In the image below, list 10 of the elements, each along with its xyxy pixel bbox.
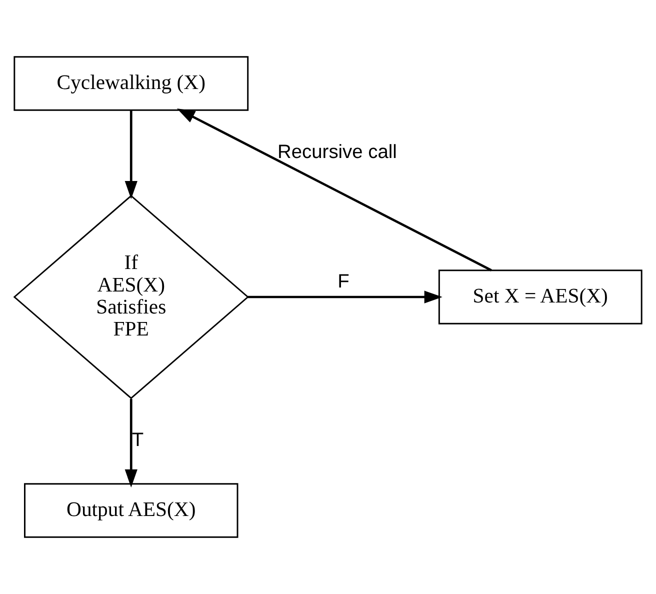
arrow (124, 398, 138, 488)
node-box: Cyclewalking (X) (14, 56, 249, 111)
arrow (124, 110, 138, 200)
edge-label: F (338, 271, 350, 292)
edge-label: Recursive call (278, 142, 397, 163)
node-box: Output AES(X) (24, 483, 238, 538)
node-diamond: If AES(X) Satisfies FPE (13, 194, 249, 400)
node-box: Set X = AES(X) (438, 270, 642, 324)
arrow (176, 108, 492, 272)
arrow (248, 290, 442, 304)
